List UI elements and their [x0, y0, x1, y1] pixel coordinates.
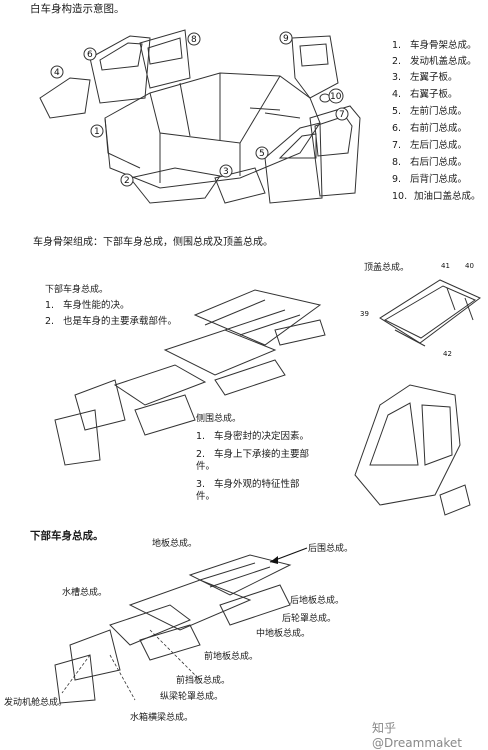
label-engine: 发动机舱总成。	[4, 698, 68, 708]
side-item: 1.车身密封的决定因素。	[196, 431, 310, 442]
label-rear-wheelhouse: 后轮罩总成。	[282, 614, 337, 624]
label-rail: 纵梁轮罩总成。	[160, 692, 224, 702]
svg-text:40: 40	[465, 262, 474, 270]
page-title: 白车身构造示意图。	[30, 3, 125, 15]
callout-5: 5	[255, 146, 269, 160]
svg-text:8: 8	[191, 35, 197, 45]
legend-item: 3.左翼子板。	[392, 72, 458, 83]
legend-item: 1.车身骨架总成。	[392, 40, 477, 51]
watermark: 知乎 @Dreammaket	[372, 721, 462, 750]
svg-text:42: 42	[443, 350, 452, 358]
label-rear-panel: 后围总成。	[308, 544, 354, 554]
lower-item: 2.也是车身的主要承载部件。	[45, 316, 178, 327]
side-title: 侧围总成。	[196, 414, 242, 424]
svg-text:3: 3	[223, 167, 229, 177]
legend-item: 10.加油口盖总成。	[392, 191, 481, 202]
legend-item: 4.右翼子板。	[392, 89, 458, 100]
legend-item: 6.右前门总成。	[392, 123, 468, 134]
legend-item: 5.左前门总成。	[392, 106, 468, 117]
svg-text:1: 1	[94, 127, 100, 137]
callout-10: 10	[328, 88, 344, 104]
roof-title: 顶盖总成。	[364, 263, 410, 273]
svg-text:6: 6	[87, 50, 93, 60]
svg-text:5: 5	[259, 149, 265, 159]
callout-8: 8	[187, 32, 201, 46]
legend-item: 7.左后门总成。	[392, 140, 468, 151]
composition-text: 车身骨架组成：下部车身总成，侧围总成及顶盖总成。	[33, 237, 273, 248]
side-item: 2.车身上下承接的主要部件。	[196, 449, 310, 472]
callout-7: 7	[335, 107, 349, 121]
svg-text:9: 9	[283, 34, 289, 44]
callout-6: 6	[83, 47, 97, 61]
svg-text:10: 10	[330, 92, 342, 102]
callout-3: 3	[219, 164, 233, 178]
svg-text:39: 39	[360, 310, 369, 318]
svg-text:41: 41	[441, 262, 450, 270]
side-panel-illustration	[354, 384, 471, 516]
rear-panel-arrow	[269, 547, 308, 564]
roof-illustration: 41 40 39 42	[360, 262, 481, 358]
svg-text:4: 4	[54, 68, 60, 78]
svg-text:2: 2	[124, 176, 130, 186]
side-item: 3.车身外观的特征性部件。	[196, 479, 300, 502]
callout-9: 9	[279, 31, 293, 45]
legend-item: 2.发动机盖总成。	[392, 56, 477, 67]
label-floor: 地板总成。	[152, 539, 198, 549]
label-rear-floor: 后地板总成。	[290, 596, 345, 606]
bottom-lower-body-illustration	[54, 554, 292, 704]
callout-1: 1	[90, 124, 104, 138]
bottom-title: 下部车身总成。	[30, 530, 104, 542]
legend-item: 9.后背门总成。	[392, 174, 468, 185]
label-mid-floor: 中地板总成。	[256, 629, 311, 639]
lower-body-exploded-illustration	[54, 289, 326, 466]
label-front-floor: 前地板总成。	[204, 652, 259, 662]
callout-2: 2	[120, 173, 134, 187]
svg-text:7: 7	[339, 110, 345, 120]
label-water-tank: 水槽总成。	[62, 588, 108, 598]
legend-item: 8.右后门总成。	[392, 157, 468, 168]
body-exploded-illustration: 4 6 8 9 7 10 1 2 3 5	[39, 29, 361, 204]
lower-title: 下部车身总成。	[45, 285, 109, 295]
callout-4: 4	[50, 65, 64, 79]
lower-item: 1.车身性能的决。	[45, 300, 130, 311]
label-dash: 前挡板总成。	[176, 676, 231, 686]
label-radiator: 水箱横梁总成。	[130, 713, 194, 723]
